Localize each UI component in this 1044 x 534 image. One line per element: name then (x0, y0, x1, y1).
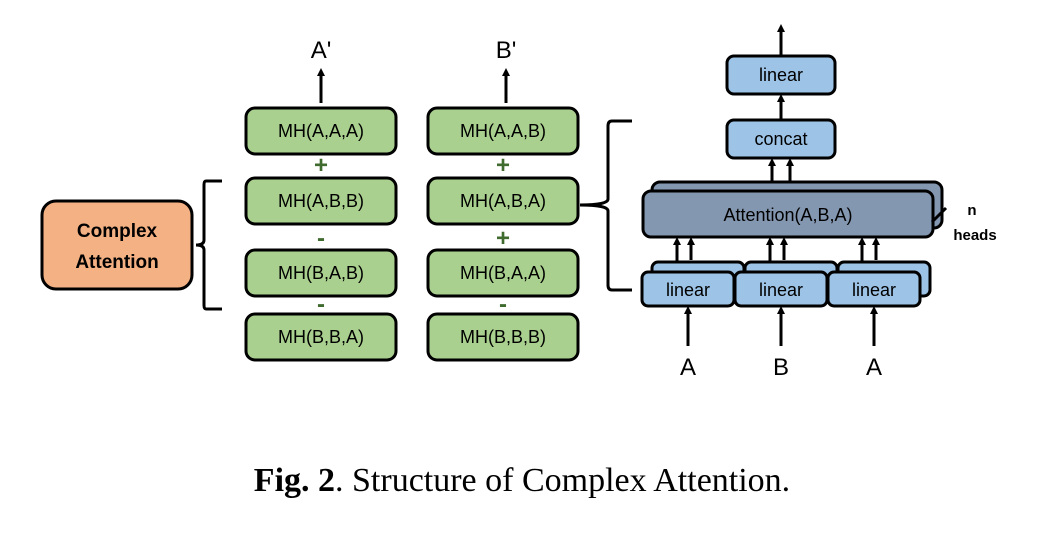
mh-box-label: MH(B,A,A) (460, 263, 546, 283)
column-a: A' MH(A,A,A) + MH(A,B,B) - MH(B,A,B) - M… (244, 37, 398, 362)
input-label: A (680, 354, 696, 381)
mh-box-label: MH(B,B,A) (278, 327, 364, 347)
op-minus: - (317, 225, 325, 252)
caption-text: . Structure of Complex Attention. (335, 462, 791, 499)
attention-block: linear concat Attention(A,B,A) n heads l… (640, 24, 997, 381)
output-b-prime: B' (496, 37, 517, 64)
mh-box (426, 312, 580, 362)
concat-label: concat (754, 129, 807, 149)
mh-box-label: MH(B,A,B) (278, 263, 364, 283)
op-plus: + (496, 225, 510, 252)
op-plus: + (496, 152, 510, 179)
column-b: B' MH(A,A,B) + MH(A,B,A) + MH(B,A,A) - M… (426, 37, 580, 362)
heads-label: heads (953, 227, 996, 244)
linear-box-label: linear (666, 280, 710, 300)
mh-box (244, 312, 398, 362)
mh-box (426, 176, 580, 226)
linear-box-label: linear (852, 280, 896, 300)
heads-bracket (930, 206, 948, 224)
mh-box (244, 176, 398, 226)
complex-attention-box: Complex Attention (40, 199, 194, 291)
mh-box-label: MH(B,B,B) (460, 327, 546, 347)
top-linear-label: linear (759, 65, 803, 85)
mh-box-label: MH(A,B,B) (278, 191, 364, 211)
op-minus: - (317, 291, 325, 318)
concat-box (725, 118, 837, 160)
left-brace (195, 179, 222, 311)
heads-n-label: n (967, 202, 976, 219)
attention-box (641, 189, 935, 239)
mh-box-label: MH(A,A,B) (460, 121, 546, 141)
attention-label: Attention(A,B,A) (723, 205, 852, 225)
complex-attention-diagram: Complex Attention A' MH(A,A,A) + MH(A,B,… (40, 24, 997, 381)
output-a-prime: A' (311, 37, 332, 64)
complex-attention-label-line2: Attention (75, 252, 158, 273)
op-minus: - (499, 291, 507, 318)
right-brace (579, 119, 632, 292)
mh-box-label: MH(A,A,A) (278, 121, 364, 141)
input-label: A (866, 354, 882, 381)
mh-box-label: MH(A,B,A) (460, 191, 546, 211)
complex-attention-label-line1: Complex (77, 221, 158, 242)
mh-box (426, 106, 580, 156)
op-plus: + (314, 152, 328, 179)
figure-number: Fig. 2 (253, 462, 336, 499)
mh-box (244, 106, 398, 156)
figure-caption: Fig. 2. Structure of Complex Attention. (0, 462, 1044, 500)
linear-box-label: linear (759, 280, 803, 300)
mh-box (426, 248, 580, 298)
input-label: B (773, 354, 789, 381)
mh-box (244, 248, 398, 298)
